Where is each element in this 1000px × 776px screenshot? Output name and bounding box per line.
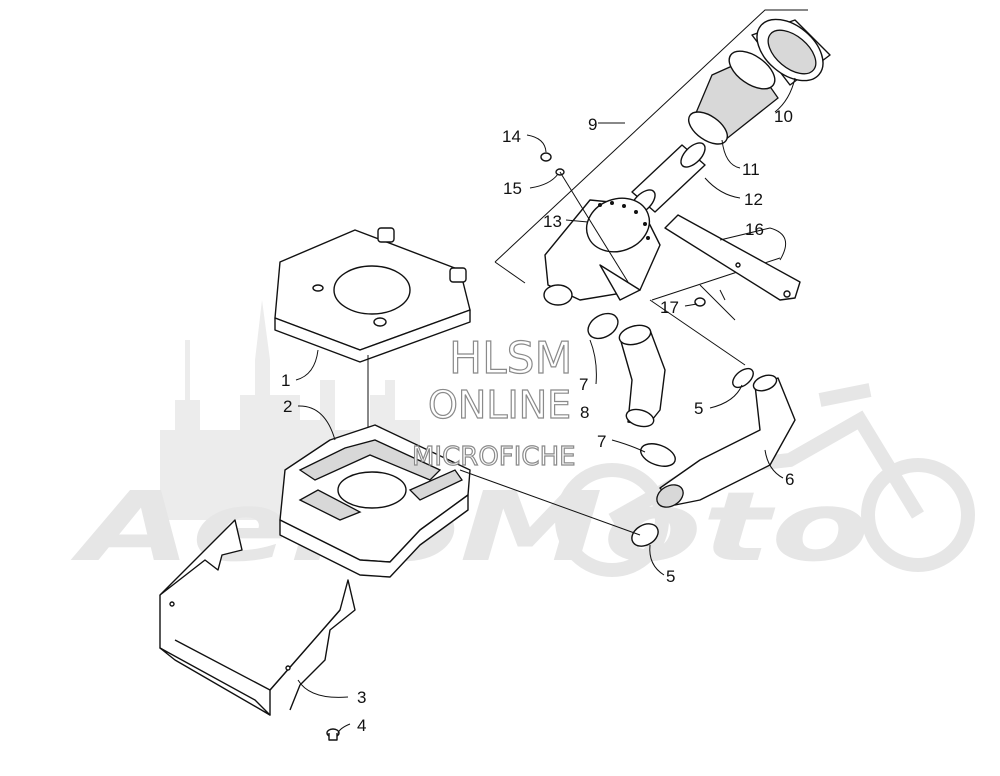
- watermark-brand: AeroMoto: [69, 471, 870, 583]
- callout-5-lower: 5: [666, 567, 675, 586]
- screw-14: [540, 152, 552, 162]
- watermark-line2: ONLINE: [428, 383, 571, 427]
- callout-6: 6: [785, 470, 794, 489]
- clamp-5-upper: [732, 367, 754, 389]
- watermark-line3: MICROFICHE: [412, 442, 576, 472]
- watermark-text: HLSM ONLINE MICROFICHE: [411, 332, 576, 472]
- filter-housing: [543, 197, 661, 306]
- callout-2: 2: [283, 397, 292, 416]
- intake-duct: [656, 374, 796, 508]
- callout-10: 10: [774, 107, 793, 126]
- inner-tube: [630, 142, 706, 215]
- callout-12: 12: [744, 190, 763, 209]
- callout-3: 3: [357, 688, 366, 707]
- callout-15: 15: [503, 179, 522, 198]
- callout-11: 11: [742, 160, 760, 179]
- callout-9: 9: [588, 115, 597, 134]
- callout-14: 14: [502, 127, 521, 146]
- callout-13: 13: [543, 212, 562, 231]
- callout-5-upper: 5: [694, 399, 703, 418]
- airbox-base: [279, 424, 471, 578]
- housing-bracket: [664, 214, 801, 321]
- callout-7-upper: 7: [579, 375, 588, 394]
- callout-16: 16: [745, 220, 764, 239]
- callout-17: 17: [660, 298, 679, 317]
- watermark-line1: HLSM: [449, 333, 573, 384]
- filter-element: [688, 50, 779, 145]
- airbox-lid: [274, 227, 471, 363]
- filter-cap: [751, 18, 831, 86]
- clamp-7-lower: [640, 443, 676, 467]
- mounting-bracket: [159, 519, 356, 716]
- callout-1: 1: [281, 371, 290, 390]
- callout-7-lower: 7: [597, 432, 606, 451]
- screw-4: [326, 728, 340, 741]
- callout-labels: 1 2 3 4 5 5 6 7 7 8 9 10 11 12 13 14 15 …: [281, 107, 794, 735]
- leader-lines: [295, 77, 796, 734]
- elbow-8: [618, 324, 666, 428]
- clamp-5-lower: [631, 523, 659, 547]
- callout-4: 4: [357, 716, 366, 735]
- clamp-7-upper: [587, 312, 619, 340]
- callout-8: 8: [580, 403, 589, 422]
- screw-17: [694, 297, 706, 307]
